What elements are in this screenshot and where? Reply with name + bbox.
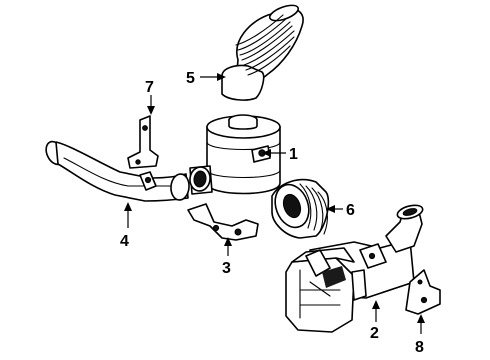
- callout-labels: 5 7 1 4 6 3 2 8: [120, 70, 424, 356]
- callout-4: 4: [120, 233, 129, 250]
- callout-2: 2: [370, 325, 379, 342]
- leader-lines: [124, 73, 425, 334]
- callout-8: 8: [415, 339, 424, 356]
- callout-6: 6: [346, 202, 355, 219]
- callout-7: 7: [145, 79, 154, 96]
- part-1-air-cleaner: [189, 114, 281, 195]
- part-8-bracket: [405, 269, 441, 315]
- part-6-hose: [271, 178, 330, 239]
- part-4-intake-duct: [45, 140, 190, 202]
- callout-3: 3: [222, 260, 231, 277]
- part-7-bracket: [127, 115, 159, 169]
- part-2-housing: [285, 204, 424, 333]
- callout-1: 1: [289, 146, 298, 163]
- part-5-intake-boot: [221, 4, 304, 101]
- callout-5: 5: [186, 70, 195, 87]
- part-3-bracket: [187, 203, 259, 241]
